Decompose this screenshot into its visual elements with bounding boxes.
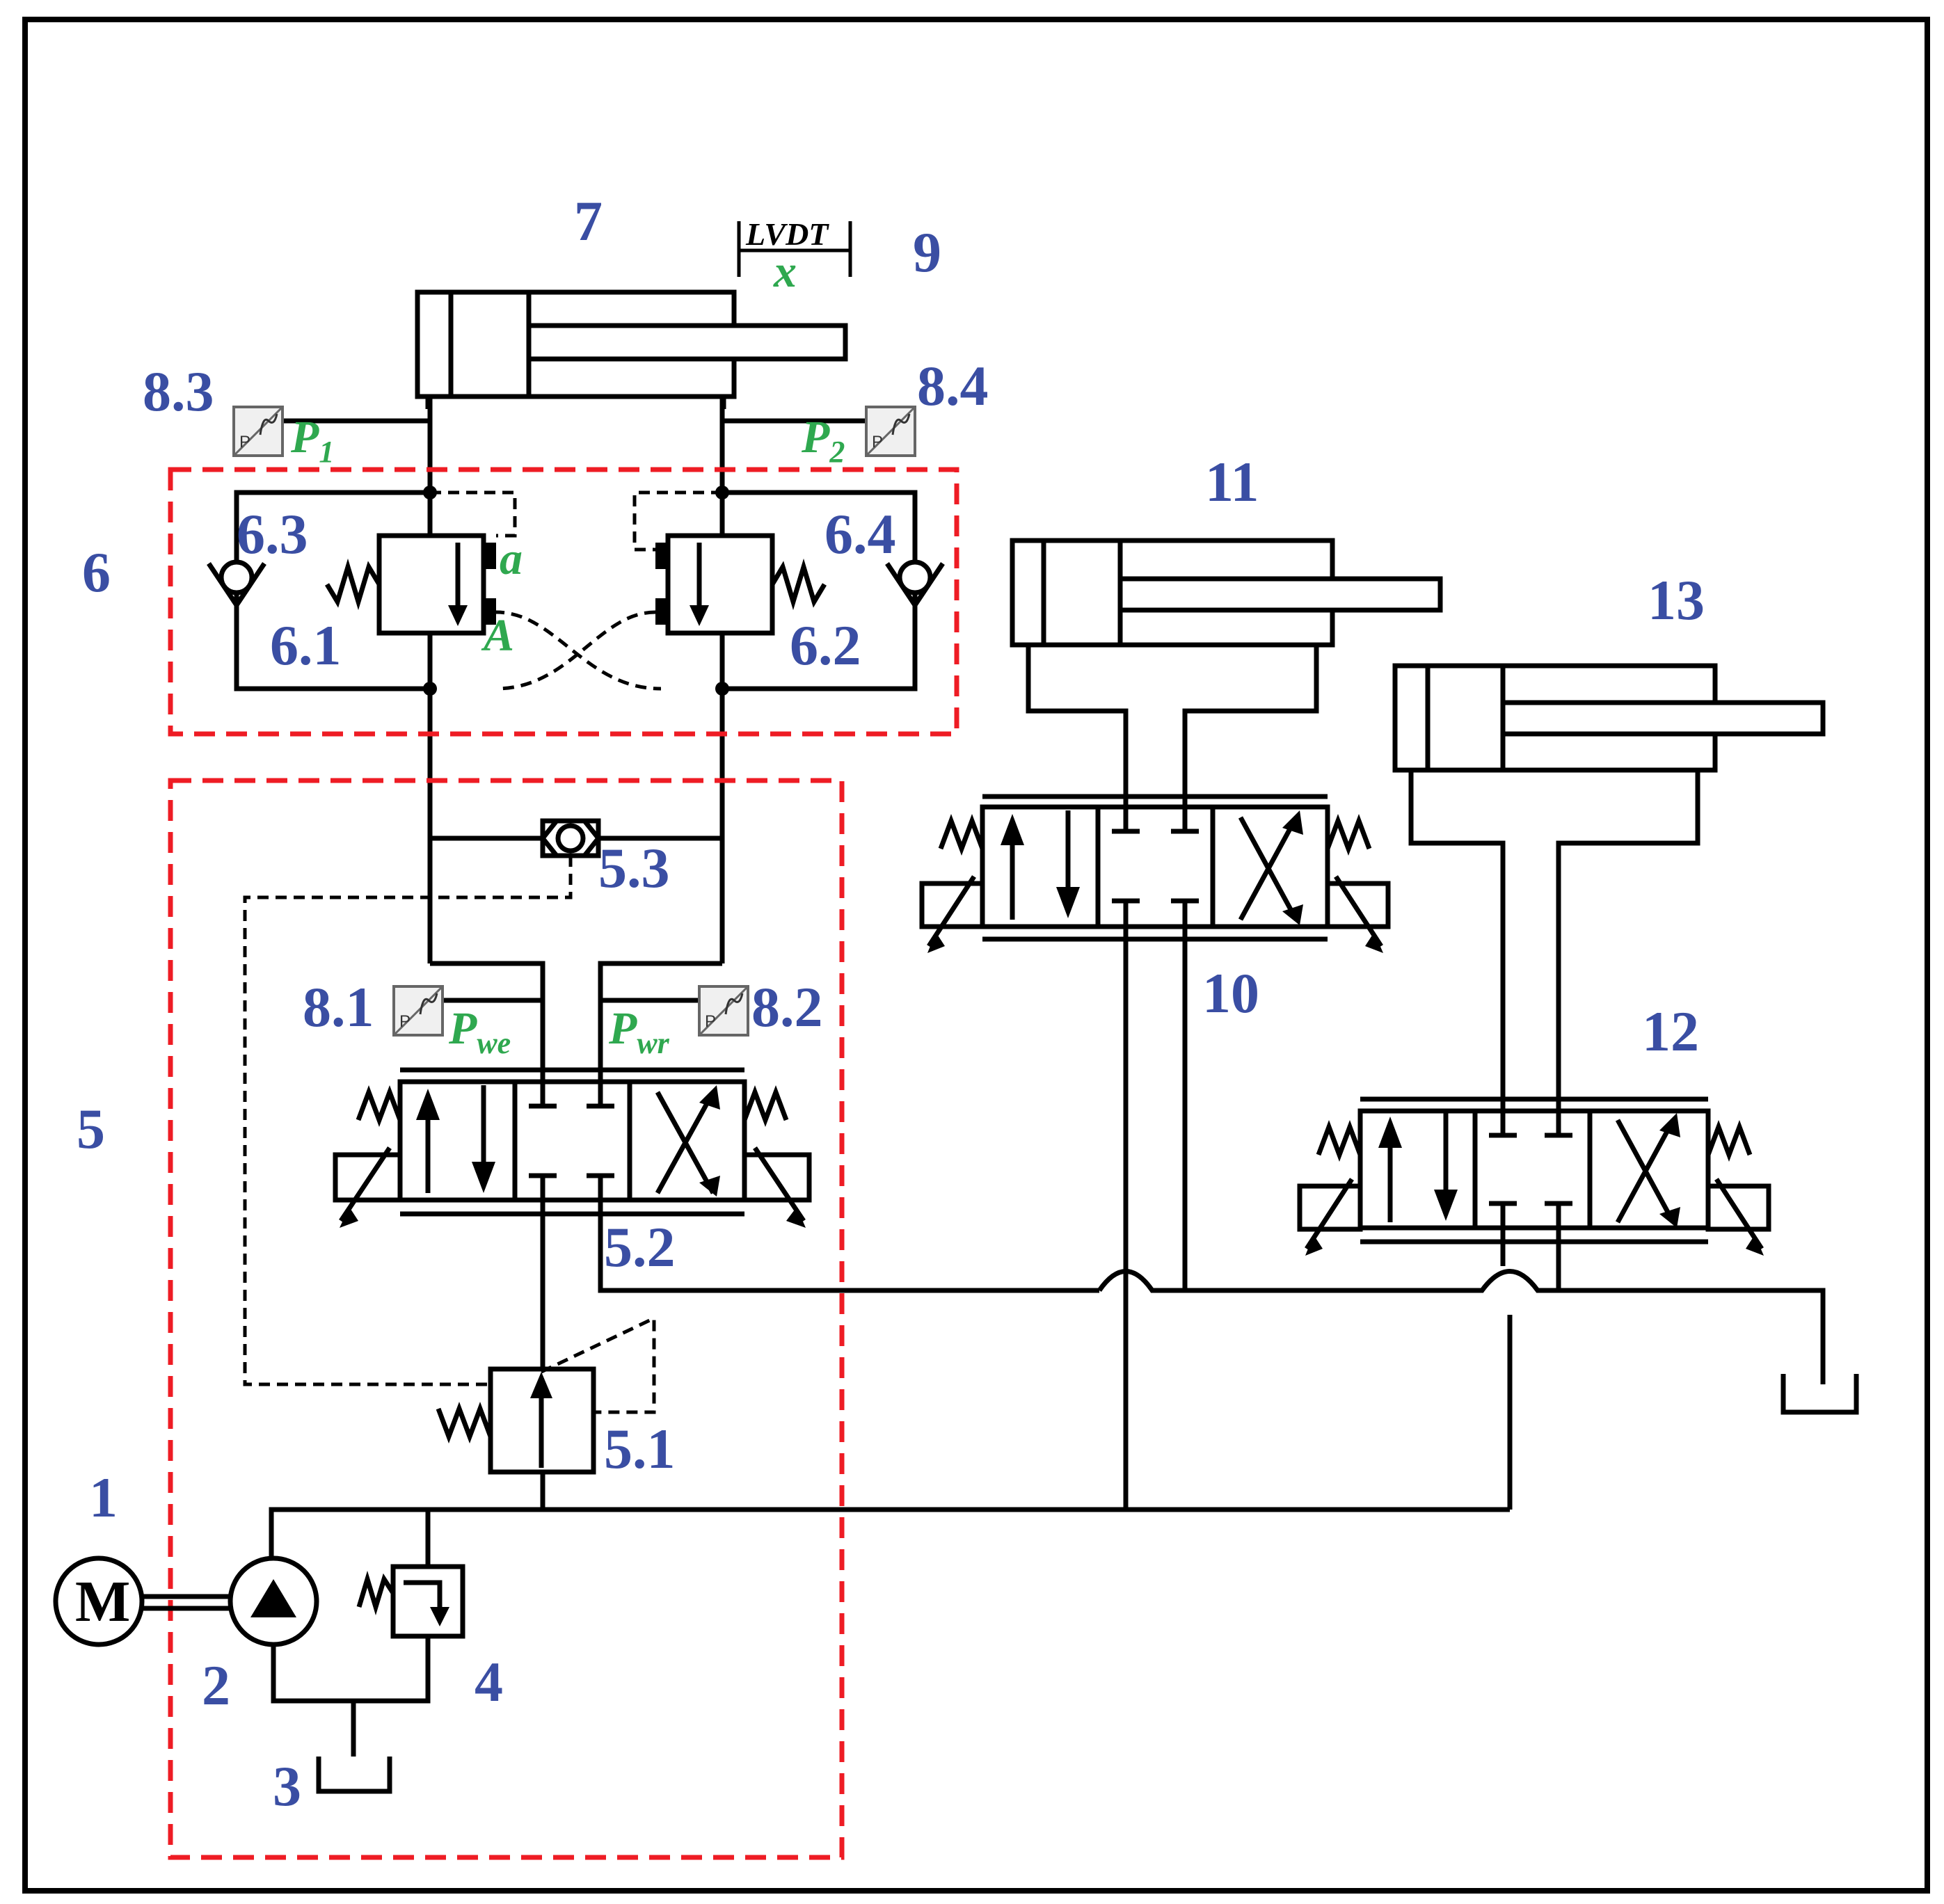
cylinder-11 — [1010, 538, 1443, 807]
cylinder-13 — [1392, 663, 1826, 1111]
label-8-2: 8.2 — [751, 975, 823, 1039]
label-8-3: 8.3 — [143, 360, 214, 423]
label-7: 7 — [574, 189, 603, 253]
shuttle-valve-5-3 — [539, 818, 602, 858]
pressure-sensor-p1 — [232, 406, 284, 457]
label-9: 9 — [913, 221, 941, 284]
lvdt-x-signal: x — [773, 246, 797, 297]
label-12: 12 — [1642, 1000, 1699, 1063]
servo-valve-5-2 — [333, 1067, 812, 1228]
label-6: 6 — [82, 541, 111, 604]
port-A-label: A — [481, 610, 514, 661]
label-13: 13 — [1648, 568, 1705, 632]
label-6-3: 6.3 — [237, 502, 308, 566]
outer-frame — [22, 17, 1930, 1894]
label-10: 10 — [1202, 961, 1259, 1025]
label-8-1: 8.1 — [303, 975, 374, 1039]
directional-valve-10 — [919, 794, 1391, 953]
label-5: 5 — [77, 1097, 105, 1160]
label-6-2: 6.2 — [790, 614, 861, 677]
label-3: 3 — [273, 1754, 301, 1818]
label-5-1: 5.1 — [604, 1417, 676, 1480]
check-valve-6-4 — [885, 559, 945, 610]
label-5-3: 5.3 — [598, 836, 670, 899]
pressure-sensor-pwr — [698, 985, 749, 1037]
label-8-4: 8.4 — [917, 354, 989, 417]
label-5-2: 5.2 — [604, 1215, 676, 1279]
tank-right — [1780, 1374, 1859, 1415]
pressure-sensor-p2 — [865, 406, 916, 457]
lvdt-title: LVDT — [745, 216, 829, 252]
label-2: 2 — [202, 1654, 230, 1717]
counterbalance-valve-6-1 — [324, 490, 517, 636]
motor-symbol: M — [75, 1569, 130, 1634]
signal-pwe: Pwe — [448, 1003, 511, 1060]
check-valve-6-3 — [207, 559, 266, 610]
pressure-sensor-pwe — [392, 985, 444, 1037]
electric-motor: M — [53, 1555, 230, 1647]
hydraulic-pump — [228, 1555, 319, 1647]
relief-valve-4 — [356, 1564, 465, 1639]
pressure-compensator-5-1 — [436, 1315, 656, 1475]
cylinder-7 — [415, 289, 848, 409]
label-6-4: 6.4 — [824, 502, 896, 566]
signal-p2: P2 — [801, 412, 845, 469]
signal-p1: P1 — [290, 412, 334, 469]
directional-valve-12 — [1297, 1096, 1771, 1256]
counterbalance-valve-6-2 — [632, 490, 827, 636]
tank-left — [316, 1757, 392, 1794]
group-6-boundary — [168, 467, 959, 737]
lvdt-sensor: LVDT x — [737, 216, 852, 297]
signal-pwr: Pwr — [608, 1003, 670, 1060]
label-1: 1 — [89, 1466, 118, 1529]
label-11: 11 — [1205, 450, 1259, 513]
group-5-boundary — [168, 778, 845, 1860]
label-4: 4 — [475, 1650, 503, 1713]
label-6-1: 6.1 — [270, 614, 342, 677]
port-a-label: a — [500, 534, 523, 584]
